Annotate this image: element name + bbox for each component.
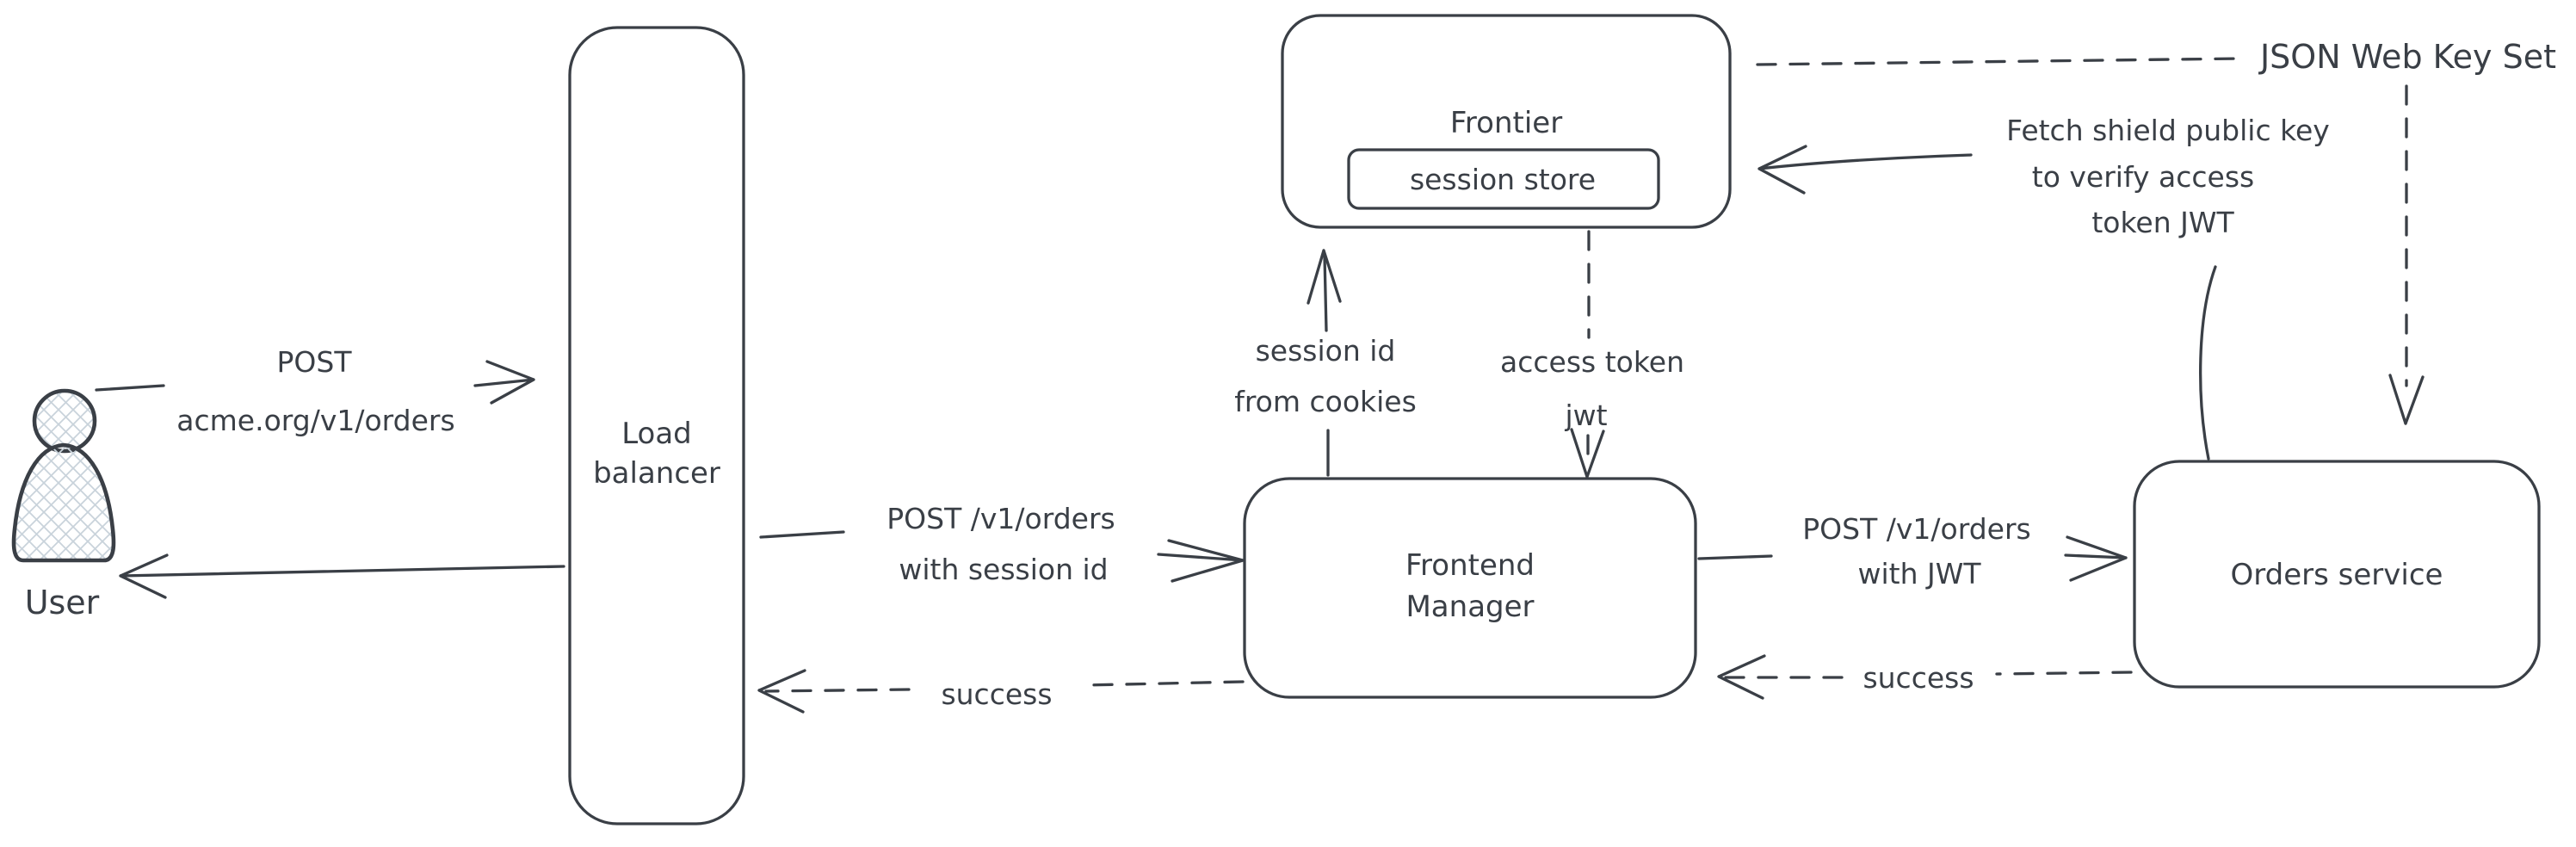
arrow-user-to-load-balancer: [95, 360, 535, 405]
edge-label-lb-to-fm-line2: with session id: [899, 553, 1108, 586]
load-balancer-box: [568, 26, 745, 825]
session-store-label: session store: [1410, 163, 1596, 196]
user-label: User: [25, 584, 100, 621]
edge-label-fm-to-frontier-line2: from cookies: [1234, 385, 1417, 418]
frontend-manager-label-line2: Manager: [1405, 590, 1534, 624]
edge-label-user-to-lb-line2: acme.org/v1/orders: [176, 404, 454, 437]
frontend-manager-label-line1: Frontend: [1405, 548, 1535, 583]
arrow-frontend-manager-to-load-balancer-success: [757, 669, 1245, 714]
edge-label-frontier-to-fm-line1: access token: [1500, 345, 1684, 379]
orders-service-box: [2133, 460, 2541, 689]
edge-label-fetch-key-line3: token JWT: [2091, 206, 2234, 239]
jwks-label: JSON Web Key Set: [2258, 38, 2556, 76]
edge-label-fm-to-orders-line1: POST /v1/orders: [1802, 512, 2030, 546]
edge-label-user-to-lb-line1: POST: [277, 345, 353, 379]
line-frontier-to-jwks: [1756, 57, 2244, 66]
arrow-load-balancer-to-user: [119, 553, 565, 599]
arrow-frontier-to-frontend-manager: [1570, 230, 1605, 479]
arrow-frontend-manager-to-frontier: [1307, 249, 1342, 477]
edge-label-fetch-key-line1: Fetch shield public key: [2006, 114, 2330, 147]
arrow-load-balancer-to-frontend-manager: [759, 530, 1245, 583]
load-balancer-label-line2: balancer: [593, 456, 720, 491]
person-icon: [11, 388, 116, 563]
load-balancer-label-line1: Load: [621, 417, 692, 451]
edge-label-fm-to-lb-success: success: [941, 677, 1052, 711]
orders-service-label: Orders service: [2231, 558, 2443, 592]
session-store-box: [1347, 148, 1660, 210]
frontier-label: Frontier: [1450, 106, 1562, 140]
edge-label-fm-to-frontier-line1: session id: [1256, 334, 1396, 368]
edge-label-orders-to-fm-success: success: [1863, 661, 1974, 695]
edge-label-fetch-key-line2: to verify access: [2032, 160, 2254, 194]
arrow-jwks-to-orders-service: [2388, 84, 2425, 425]
edge-label-fm-to-orders-line2: with JWT: [1857, 557, 1981, 590]
arrow-orders-service-to-frontend-manager-success: [1717, 654, 2133, 700]
edge-label-frontier-to-fm-line2: jwt: [1564, 399, 1607, 432]
arrow-orders-service-to-frontier-fetch-key: [1757, 145, 2217, 461]
frontend-manager-box: [1243, 477, 1697, 699]
arrow-frontend-manager-to-orders-service: [1697, 535, 2128, 582]
edge-label-lb-to-fm-line1: POST /v1/orders: [886, 502, 1115, 535]
